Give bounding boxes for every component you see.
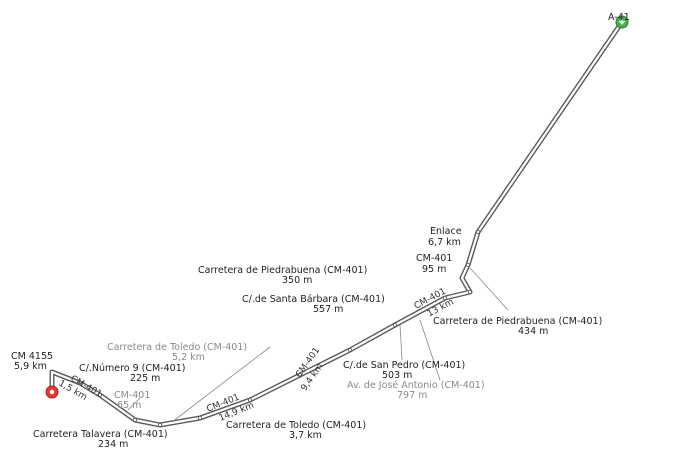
- label-piedrabuena-right-name: Carretera de Piedrabuena (CM-401): [433, 316, 602, 327]
- label-numero9-dist: 225 m: [130, 373, 160, 384]
- label-enlace-dist: 6,7 km: [428, 237, 461, 248]
- label-cm4155-dist: 5,9 km: [14, 361, 47, 372]
- label-cm401-dist: 95 m: [422, 264, 446, 275]
- label-cm401-small-name: CM-401: [114, 390, 150, 401]
- label-talavera-dist: 234 m: [98, 439, 128, 450]
- label-toledo-lower-name: Carretera de Toledo (CM-401): [226, 420, 366, 431]
- label-cm4155-name: CM 4155: [11, 351, 53, 362]
- route-line: [49, 19, 625, 428]
- label-jose-antonio-dist: 797 m: [397, 390, 427, 401]
- label-toledo-upper-dist: 5,2 km: [172, 352, 205, 363]
- label-cm401-small-dist: 65 m: [117, 400, 141, 411]
- label-cm401-name: CM-401: [416, 253, 452, 264]
- label-santa-barbara-name: C/.de Santa Bárbara (CM-401): [242, 294, 385, 305]
- label-piedrabuena-left-name: Carretera de Piedrabuena (CM-401): [198, 265, 367, 276]
- leader-lines: [127, 267, 509, 423]
- label-numero9-name: C/.Número 9 (CM-401): [79, 363, 185, 374]
- label-enlace-name: Enlace: [430, 226, 462, 237]
- start-label: A-41: [608, 12, 630, 23]
- label-piedrabuena-left-dist: 350 m: [282, 275, 312, 286]
- label-piedrabuena-right-dist: 434 m: [518, 326, 548, 337]
- end-marker[interactable]: [45, 385, 59, 399]
- label-jose-antonio-name: Av. de José Antonio (CM-401): [347, 380, 485, 391]
- label-san-pedro-dist: 503 m: [382, 370, 412, 381]
- label-san-pedro-name: C/.de San Pedro (CM-401): [343, 360, 465, 371]
- label-toledo-upper-name: Carretera de Toledo (CM-401): [107, 342, 247, 353]
- label-santa-barbara-dist: 557 m: [313, 304, 343, 315]
- start-marker[interactable]: [615, 15, 629, 29]
- label-talavera-name: Carretera Talavera (CM-401): [33, 429, 168, 440]
- label-toledo-lower-dist: 3,7 km: [289, 430, 322, 441]
